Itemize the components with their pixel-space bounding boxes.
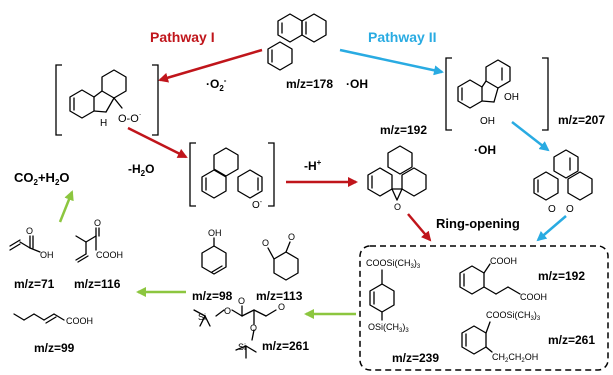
ring-opening-label: Ring-opening [436,216,520,231]
mz-butenoic: m/z=116 [74,277,121,291]
phenoxide-intermediate-structure [189,142,275,207]
butenoic-o: O [94,218,101,228]
box-coosi2-label: COOSi(CH3)3 [486,310,541,322]
ester-o-2: O [238,296,245,306]
peroxy-intermediate-structure [55,64,159,136]
pathway-1-label: Pathway I [150,29,215,45]
diol-oh-top: OH [504,92,519,103]
mz-epoxide: m/z=192 [380,123,427,137]
mz-box-silyl-ester: m/z=261 [548,333,595,347]
silyl-ester-alcohol-structure [461,321,493,355]
carboxy-cinnamic-acid-structure [459,263,521,295]
ester-o-3: O [250,323,257,333]
acrylic-oh: OH [40,250,54,260]
mz-phenanthrene: m/z=178 [286,77,333,91]
mz-acrylic: m/z=71 [14,277,55,291]
acrylic-acid-structure [9,235,41,253]
co2-h2o-label: CO2+H2O [14,170,70,187]
arrow-to-mineralization [58,190,74,223]
arrow-quinone-to-ring-opening [536,215,567,242]
box-cooh-top: COOH [490,256,517,266]
butenoic-acid-structure [75,227,100,263]
phenoxide-o-label: O- [252,199,263,211]
epoxide-o-label: O [394,202,401,212]
pathway-2-label: Pathway II [368,29,436,45]
ester-si-2: Si [238,342,246,352]
phenanthrenequinone-structure [533,149,593,201]
mz-box-silyl-benzoate: m/z=239 [392,351,439,365]
epoxide-structure [367,145,427,201]
box-ch2ch2oh-label: CH2CH2OH [492,352,538,364]
ester-aldehyde-o: O [278,302,285,312]
butenoic-cooh: COOH [96,250,123,260]
box-coosi-label: COOSi(CH3)3 [366,258,421,270]
peroxy-h-label: H [100,118,107,129]
mz-hexenoic: m/z=99 [34,341,75,355]
arrow-epoxide-to-ring-opening [407,213,432,242]
hydroxyl-radical-label-1: ·OH [346,77,368,91]
mz-cyclohexenol: m/z=98 [192,289,233,303]
mz-box-acid: m/z=192 [538,269,585,283]
silyl-aldehyde-ester-structure [193,305,277,359]
dione-o-1: O [262,238,269,248]
cyclohexenol-oh: OH [208,228,222,238]
ring-opening-products-box [359,245,609,371]
hexenoic-cooh: COOH [66,316,93,326]
hydroxyl-radical-label-2: ·OH [474,143,496,157]
arrow-pathway-2 [339,48,444,76]
dione-o-2: O [288,232,295,242]
silyl-benzoate-structure [369,269,395,321]
acrylic-o: O [26,226,33,236]
superoxide-radical-label: ·O2- [206,76,227,93]
quinone-o-1: O [548,204,556,215]
minus-proton-label: -H+ [304,158,322,173]
box-osi-label: OSi(CH3)3 [368,322,409,334]
mz-dione: m/z=113 [256,289,303,303]
cyclohexenol-structure [201,237,227,275]
cyclohexanedione-structure [267,241,299,281]
ester-o-1: O [224,306,231,316]
diol-intermediate-structure [445,57,549,131]
peroxy-oo-label: O-O· [118,110,141,125]
hexenoic-acid-structure [13,313,65,324]
mz-quinone: m/z=207 [558,113,605,127]
ester-si-1: Si [198,312,206,322]
box-cooh-tail: COOH [520,292,547,302]
quinone-o-2: O [566,204,574,215]
arrow-to-quinone [511,121,550,152]
arrow-to-phenoxide [127,126,188,159]
mz-ester-silyl: m/z=261 [262,339,309,353]
minus-water-label: -H2O [128,162,154,178]
phenanthrene-structure [267,13,327,71]
diol-oh-bottom: OH [480,116,495,127]
arrow-pathway-1 [158,48,263,83]
